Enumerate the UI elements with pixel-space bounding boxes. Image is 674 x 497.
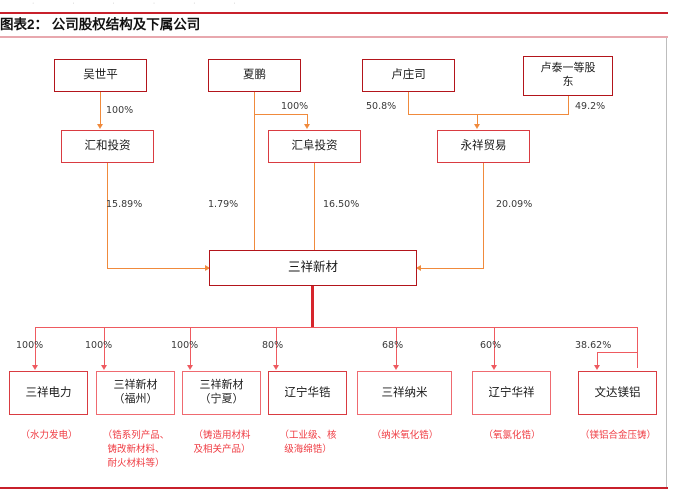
- note-sub4: （工业级、核 级海绵锆）: [264, 429, 352, 457]
- arrow-yongxiang-center: [416, 265, 421, 271]
- node-sub-liaoning-huazirconium[interactable]: 辽宁华锆: [268, 371, 347, 415]
- drop-sub5: [396, 327, 398, 368]
- drop-sub3: [190, 327, 192, 368]
- pct-luzhuangsi: 50.8%: [366, 101, 397, 112]
- connector-xiapeng-bus: [254, 114, 308, 116]
- node-luzhuangsi[interactable]: 卢庄司: [362, 59, 455, 92]
- pct-lutai: 49.2%: [575, 101, 606, 112]
- note-sub2: （锆系列产品、 铸改新材料、 耐火材料等）: [88, 429, 184, 470]
- arrow-sub1: [32, 365, 38, 370]
- node-sub-wenda-magnesium[interactable]: 文达镁铝: [578, 371, 657, 415]
- arrow-sub4: [273, 365, 279, 370]
- connector-xiapeng-stem: [254, 92, 256, 115]
- note-sub3-line2: 及相关产品）: [193, 443, 251, 455]
- node-sub2-line1: 三祥新材: [113, 379, 158, 392]
- arrow-sub2: [101, 365, 107, 370]
- note-sub7: （镁铝合金压铸）: [565, 429, 671, 443]
- pct-sub5: 68%: [382, 340, 404, 351]
- node-wushiping[interactable]: 吴世平: [54, 59, 147, 92]
- arrow-sub6: [491, 365, 497, 370]
- connector-luzhuangsi-stem: [408, 92, 410, 115]
- connector-xiapeng-huifu-drop: [307, 114, 309, 126]
- note-sub5: （纳米氧化锆）: [355, 429, 455, 443]
- note-sub4-line2: 级海绵锆）: [284, 443, 332, 455]
- note-sub1-line1: （水力发电）: [20, 430, 78, 441]
- node-sub3-line1: 三祥新材: [199, 379, 244, 392]
- node-lutai-shareholders[interactable]: 卢泰一等股 东: [523, 56, 613, 96]
- arrow-sub5: [393, 365, 399, 370]
- pct-sub3: 100%: [171, 340, 199, 351]
- arrow-huihe-center: [205, 265, 210, 271]
- drop-sub1: [35, 327, 37, 368]
- connector-yongxiang-drop: [477, 114, 479, 126]
- node-yongxiang-trade[interactable]: 永祥贸易: [437, 130, 530, 163]
- pct-huifu-center: 16.50%: [323, 199, 360, 210]
- note-sub3: （铸造用材料 及相关产品）: [176, 429, 268, 457]
- node-center-sanxiang[interactable]: 三祥新材: [209, 250, 417, 286]
- drop-sub6: [494, 327, 496, 368]
- note-sub6-line1: （氧氯化锆）: [483, 430, 541, 441]
- pct-xiapeng-huifu: 100%: [281, 101, 309, 112]
- footer-rule: [0, 487, 668, 489]
- node-sub-sanxiang-power[interactable]: 三祥电力: [9, 371, 88, 415]
- note-sub2-line3: 耐火材料等）: [107, 457, 165, 469]
- connector-huihe-vert: [107, 163, 109, 269]
- drop-sub2: [104, 327, 106, 368]
- drop-sub7: [637, 327, 639, 368]
- drop-sub7-inner: [597, 352, 599, 368]
- node-sub-liaoning-huaxiang[interactable]: 辽宁华祥: [472, 371, 551, 415]
- node-xiapeng[interactable]: 夏鹏: [208, 59, 301, 92]
- connector-lutai-stem: [568, 96, 570, 115]
- drop-sub4: [276, 327, 278, 368]
- arrow-wushiping-huihe: [97, 124, 103, 129]
- pct-sub6: 60%: [480, 340, 502, 351]
- header-rule-bottom: [0, 36, 668, 38]
- arrow-sub7: [594, 365, 600, 370]
- node-sub-sanxiang-nano[interactable]: 三祥纳米: [357, 371, 452, 415]
- pct-sub2: 100%: [85, 340, 113, 351]
- note-sub3-line1: （铸造用材料: [193, 430, 251, 441]
- connector-center-trunk: [311, 286, 314, 328]
- diagram-frame: [0, 38, 667, 489]
- connector-huihe-horiz: [107, 268, 210, 270]
- note-sub6: （氧氯化锆）: [465, 429, 559, 443]
- note-sub4-line1: （工业级、核: [279, 430, 337, 441]
- node-sub-sanxiang-ningxia[interactable]: 三祥新材 （宁夏）: [182, 371, 261, 415]
- connector-yongxiang-bus: [408, 114, 569, 116]
- ghost-text-row: · · · · · ·: [32, 0, 254, 7]
- note-sub1: （水力发电）: [4, 429, 94, 443]
- pct-sub4: 80%: [262, 340, 284, 351]
- connector-subsidiary-bus: [35, 327, 638, 329]
- connector-wushiping-huihe: [100, 92, 102, 126]
- note-sub7-line1: （镁铝合金压铸）: [579, 430, 656, 441]
- connector-xiapeng-center-vert: [254, 114, 256, 261]
- pct-sub7: 38.62%: [575, 340, 612, 351]
- pct-wushiping-huihe: 100%: [106, 105, 134, 116]
- connector-huifu-center: [314, 163, 316, 261]
- figure-title: 图表2： 公司股权结构及下属公司: [0, 17, 201, 32]
- pct-yongxiang-center: 20.09%: [496, 199, 533, 210]
- connector-yongxiang-horiz: [420, 268, 484, 270]
- arrow-yongxiang: [474, 124, 480, 129]
- note-sub2-line1: （锆系列产品、: [102, 430, 170, 441]
- node-huifu-investment[interactable]: 汇阜投资: [268, 130, 361, 163]
- node-lutai-line1: 卢泰一等股: [540, 62, 596, 75]
- arrow-sub3: [187, 365, 193, 370]
- pct-sub1: 100%: [16, 340, 44, 351]
- drop-sub7-link: [597, 352, 638, 354]
- node-lutai-line2: 东: [562, 76, 574, 88]
- node-sub-sanxiang-fuzhou[interactable]: 三祥新材 （福州）: [96, 371, 175, 415]
- arrow-xiapeng-huifu: [304, 124, 310, 129]
- note-sub5-line1: （纳米氧化锆）: [371, 430, 439, 441]
- node-sub3-line2: （宁夏）: [199, 393, 244, 405]
- node-sub2-line2: （福州）: [113, 393, 158, 405]
- pct-huihe-center: 15.89%: [106, 199, 143, 210]
- note-sub2-line2: 铸改新材料、: [107, 443, 165, 455]
- pct-xiapeng-direct: 1.79%: [208, 199, 239, 210]
- node-huihe-investment[interactable]: 汇和投资: [61, 130, 154, 163]
- header-rule-top: [0, 12, 668, 14]
- connector-yongxiang-vert: [483, 163, 485, 269]
